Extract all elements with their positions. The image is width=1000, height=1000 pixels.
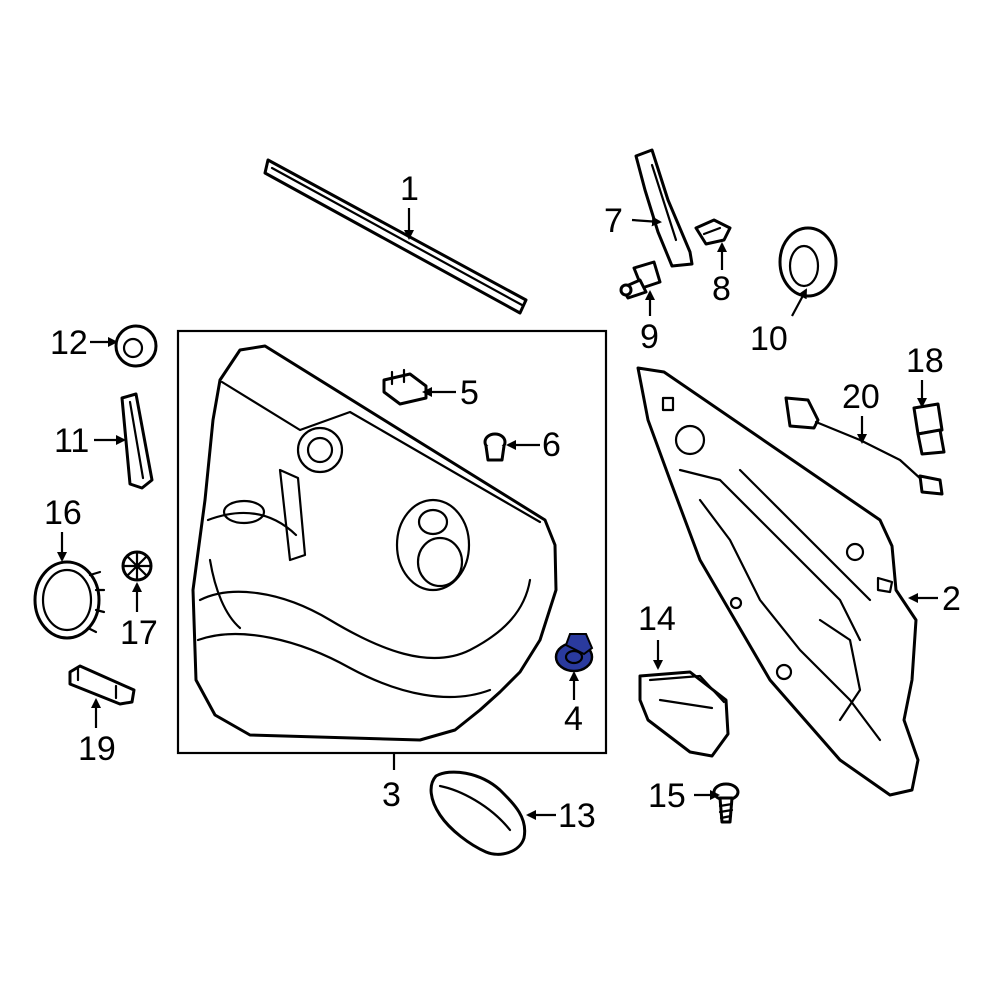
part-16-speaker	[33, 560, 106, 640]
callout-2: 2	[942, 580, 961, 618]
part-1-belt-molding	[263, 158, 528, 315]
callout-19: 19	[78, 730, 116, 768]
callout-20: 20	[842, 378, 880, 416]
callout-10: 10	[750, 320, 788, 358]
part-3-door-trim-panel	[191, 344, 558, 742]
callout-11: 11	[54, 422, 89, 460]
callout-3: 3	[382, 776, 401, 814]
part-9-push-pin	[619, 260, 662, 300]
callout-18: 18	[906, 342, 944, 380]
group-frame	[176, 329, 608, 755]
part-12-grommet	[114, 324, 158, 368]
callout-12: 12	[50, 324, 88, 362]
callout-9: 9	[640, 318, 659, 356]
part-14-switch-bezel	[638, 670, 730, 758]
callout-5: 5	[460, 374, 479, 412]
part-20-harness	[784, 396, 944, 496]
callout-4: 4	[564, 700, 583, 738]
part-18-connector	[912, 402, 946, 456]
part-10-speaker-ring	[778, 226, 838, 298]
part-6-nut	[483, 432, 507, 462]
callout-15: 15	[648, 777, 686, 815]
part-2-inner-panel	[636, 366, 920, 797]
callout-14: 14	[638, 600, 676, 638]
callout-1: 1	[400, 170, 419, 208]
callout-6: 6	[542, 426, 561, 464]
part-13-armrest	[429, 770, 527, 856]
part-15-screw	[712, 782, 740, 824]
part-4-retainer-highlighted	[554, 633, 594, 673]
part-5-clip	[382, 368, 428, 406]
part-11-seal-strip	[120, 392, 154, 490]
leader-lines	[57, 208, 938, 820]
callout-17: 17	[120, 614, 158, 652]
part-8-clip	[694, 218, 732, 246]
callout-8: 8	[712, 270, 731, 308]
part-7-trim-piece	[634, 148, 694, 268]
part-17-clip	[121, 550, 153, 582]
callout-13: 13	[558, 797, 596, 835]
callout-16: 16	[44, 494, 82, 532]
callout-7: 7	[604, 202, 623, 240]
part-19-retainer	[68, 664, 136, 706]
